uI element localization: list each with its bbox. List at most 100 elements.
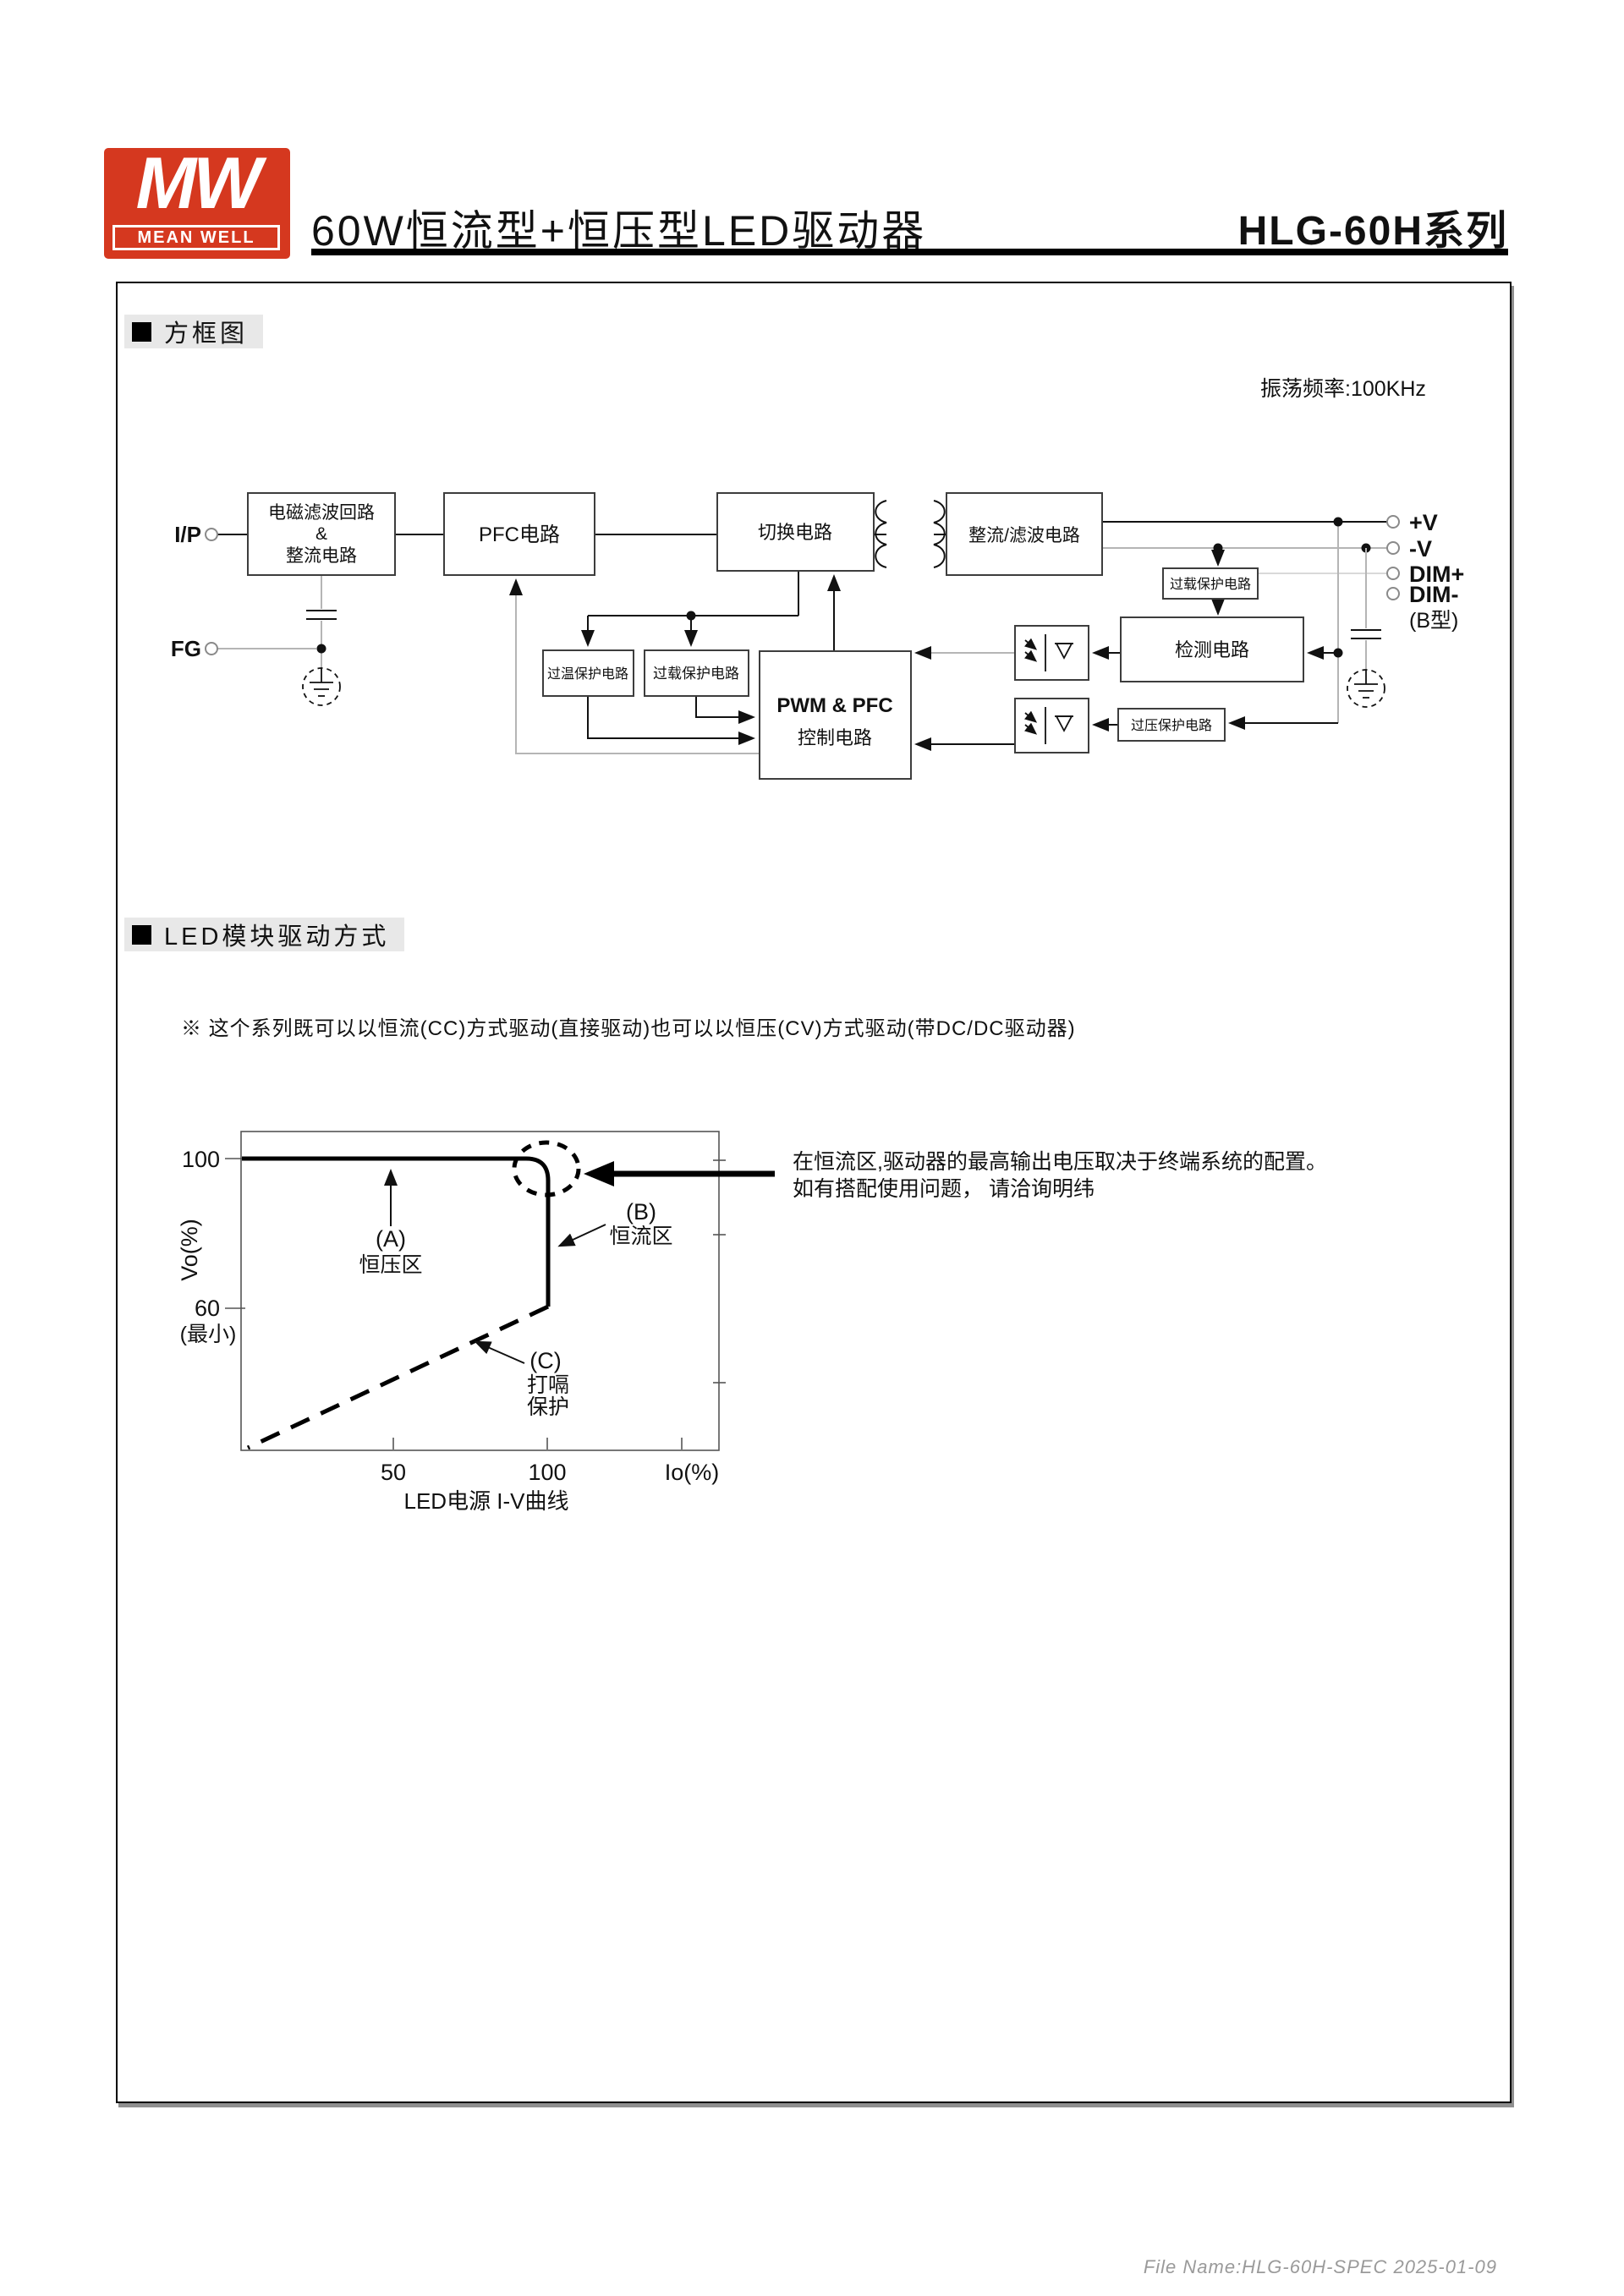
cc-region-description: 如有搭配使用问题， 请洽询明纬 [793,1177,1095,1201]
cc-region-description: 在恒流区,驱动器的最高输出电压取决于终端系统的配置。 [793,1150,1327,1174]
optocoupler-icon [1014,625,1089,681]
annotation-text: 恒流区 [609,1225,672,1248]
terminal-v-plus: +V [1386,510,1438,535]
x-tick-100: 100 [528,1460,566,1485]
section-square-icon [132,924,151,945]
terminal-fg: FG [171,636,218,661]
block-emi-filter: 电磁滤波回路 & 整流电路 [247,492,396,576]
chart-caption: LED电源 I-V曲线 [403,1488,568,1514]
terminal-dim-minus: DIM- [1386,582,1458,607]
terminal-circle [1386,587,1400,600]
block-pfc: PFC电路 [443,492,595,576]
block-label: 电磁滤波回路 [268,503,375,523]
terminal-ip: I/P [174,522,218,547]
block-label: 过温保护电路 [547,666,628,682]
block-label: 整流/滤波电路 [968,526,1080,545]
block-detection: 检测电路 [1120,616,1304,682]
capacitor-icon [1351,629,1381,639]
y-tick-60: 60 [195,1296,220,1321]
terminal-circle [1386,567,1400,580]
label-region-c: (C) 打嗝 保护 [474,1340,569,1419]
meanwell-logo: MW MEAN WELL [104,143,290,259]
terminal-circle [1386,541,1400,555]
block-label: 过载保护电路 [1170,577,1251,592]
optocoupler-icon [1014,698,1089,753]
label-region-b: (B) 恒流区 [557,1199,673,1248]
oscillation-frequency-label: 振荡频率:100KHz [1260,377,1426,401]
x-tick-50: 50 [381,1460,406,1485]
terminal-circle [205,528,218,541]
iv-curve-hiccup-dashed [246,1304,550,1450]
section-title: LED模块驱动方式 [164,923,390,951]
block-label: & [315,524,327,544]
annotation-text: 恒压区 [359,1253,422,1277]
annotation-text: 打嗝 [527,1373,569,1397]
annotation-text: (A) [376,1226,406,1252]
terminal-v-minus: -V [1386,536,1432,562]
earth-ground-icon [302,667,341,706]
block-label: 控制电路 [798,727,872,748]
iv-curve-solid [242,1156,551,1307]
block-label: PFC电路 [479,523,560,546]
earth-ground-icon [1347,669,1385,708]
capacitor-icon [306,610,337,620]
mw-logo-icon: MW [135,143,262,224]
plot-area [240,1131,720,1451]
section-title: 方框图 [164,321,249,348]
transformer-icon [875,500,946,568]
block-label: PWM & PFC [776,694,892,717]
block-pwm-pfc-control: PWM & PFC 控制电路 [759,650,912,780]
section-square-icon [132,321,151,342]
block-olp-right: 过载保护电路 [1162,567,1259,600]
feedback-routing [914,517,1385,751]
block-ovp: 过压保护电路 [1117,708,1226,742]
drive-mode-note: ※ 这个系列既可以以恒流(CC)方式驱动(直接驱动)也可以以恒压(CV)方式驱动… [181,1017,1076,1040]
terminal-btype-label: (B型) [1409,609,1458,633]
x-axis-label: Io(%) [665,1460,720,1485]
block-label: 整流电路 [286,546,357,566]
file-name-footer: File Name:HLG-60H-SPEC 2025-01-09 [1143,2256,1497,2277]
y-min-note: (最小) [180,1323,237,1346]
section-header-block-diagram: 方框图 [124,315,264,348]
junction-dot [1333,517,1343,527]
title-rule [311,249,1508,255]
block-label: 检测电路 [1175,639,1249,660]
junction-dot [1213,543,1223,553]
label-region-a: (A) 恒压区 [359,1169,423,1277]
terminal-label: -V [1409,536,1432,562]
block-rectifier-filter: 整流/滤波电路 [946,492,1103,576]
block-label: 切换电路 [758,522,832,543]
annotation-text: 保护 [527,1395,569,1419]
block-diagram: 振荡频率:100KHz [171,377,1464,780]
terminal-label: DIM+ [1409,562,1464,587]
pointer-arrow-icon [584,1161,775,1186]
block-otp: 过温保护电路 [542,649,634,697]
junction-dot [1333,648,1343,658]
annotation-text: (B) [626,1199,656,1225]
terminal-label: DIM- [1409,582,1458,607]
block-olp-left: 过载保护电路 [644,649,749,697]
terminal-label: I/P [174,522,201,547]
page-title: 60W恒流型+恒压型LED驱动器 [311,207,927,255]
axis-ticks [225,1158,726,1449]
content-frame [116,282,1512,2103]
annotation-text: (C) [529,1348,561,1373]
terminal-circle [1386,515,1400,529]
block-label: 过载保护电路 [653,666,739,682]
protection-routing [509,571,841,754]
mean-well-wordmark: MEAN WELL [112,225,280,250]
iv-curve-chart: 100 60 (最小) Vo(%) 50 100 Io(%) (A) 恒压区 (… [177,1131,1327,1514]
terminal-label: FG [171,636,201,661]
y-tick-100: 100 [182,1147,220,1172]
y-axis-label: Vo(%) [177,1219,202,1281]
terminal-dim-plus: DIM+ [1386,562,1464,587]
junction-dot [316,644,326,654]
terminal-circle [205,642,218,655]
fg-branch [216,575,341,706]
series-title: HLG-60H系列 [1237,209,1508,254]
section-header-led-drive: LED模块驱动方式 [124,918,405,951]
terminal-label: +V [1409,510,1438,535]
corner-highlight-circle [512,1140,581,1197]
block-switching: 切换电路 [716,492,875,572]
